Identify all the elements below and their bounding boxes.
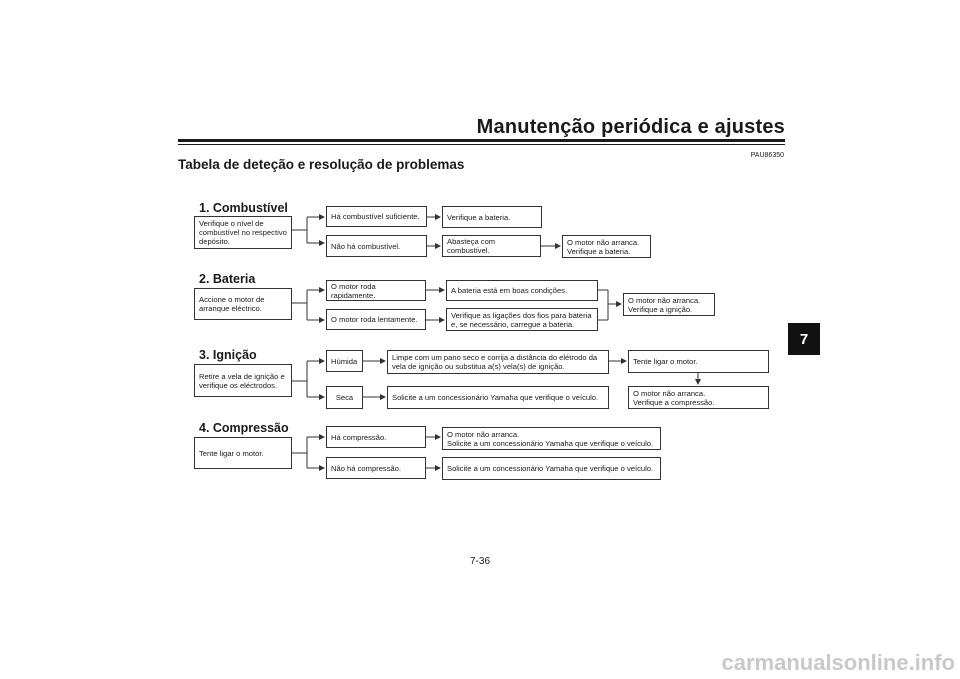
result-box-ignicao: O motor não arranca. Verifique a compres… [628,386,769,409]
check-box-compressao: Tente ligar o motor. [194,437,292,469]
document-code: PAU86350 [750,152,784,159]
condition-box-sem-combustivel: Não há combustível. [326,235,427,257]
page-header-title: Manutenção periódica e ajustes [476,116,785,138]
condition-box-roda-lentamente: O motor roda lentamente. [326,309,426,330]
group-title-combustivel: 1. Combustível [199,201,288,215]
check-box-ignicao: Retire a vela de ignição e verifique os … [194,364,292,397]
action-box-ligacoes-bateria: Verifique as ligações dos fios para bate… [446,308,598,331]
next-box-tente-ligar: Tente ligar o motor. [628,350,769,373]
chapter-tab: 7 [788,323,820,355]
action-box-abasteca: Abasteça com combustível. [442,235,541,257]
action-box-concessionario-compressao: Solicite a um concessionário Yamaha que … [442,457,661,480]
action-box-limpe-vela: Limpe com um pano seco e corrija a distâ… [387,350,609,374]
condition-box-combustivel-suficiente: Há combustível suficiente. [326,206,427,227]
check-box-combustivel: Verifique o nível de combustível no resp… [194,216,292,249]
result-box-combustivel: O motor não arranca. Verifique a bateria… [562,235,651,258]
check-box-bateria: Accione o motor de arranque eléctrico. [194,288,292,320]
header-rule-thick [178,139,785,142]
watermark: carmanualsonline.info [721,650,956,675]
condition-box-sem-compressao: Não há compressão. [326,457,426,479]
result-box-bateria: O motor não arranca. Verifique a ignição… [623,293,715,316]
page-number: 7-36 [469,556,490,567]
group-title-bateria: 2. Bateria [199,272,256,286]
action-box-bateria-boa: A bateria está em boas condições. [446,280,598,301]
condition-box-seca: Seca [326,386,363,409]
header-rule-thin [178,144,785,145]
condition-box-ha-compressao: Há compressão. [326,426,426,448]
group-title-compressao: 4. Compressão [199,421,289,435]
condition-box-roda-rapidamente: O motor roda rapidamente. [326,280,426,301]
section-title: Tabela de deteção e resolução de problem… [178,157,465,172]
condition-box-humida: Húmida [326,350,363,372]
group-title-ignicao: 3. Ignição [199,348,257,362]
action-box-verifique-bateria: Verifique a bateria. [442,206,542,228]
action-box-concessionario-ignicao: Solicite a um concessionário Yamaha que … [387,386,609,409]
action-box-compressao-ok: O motor não arranca. Solicite a um conce… [442,427,661,450]
